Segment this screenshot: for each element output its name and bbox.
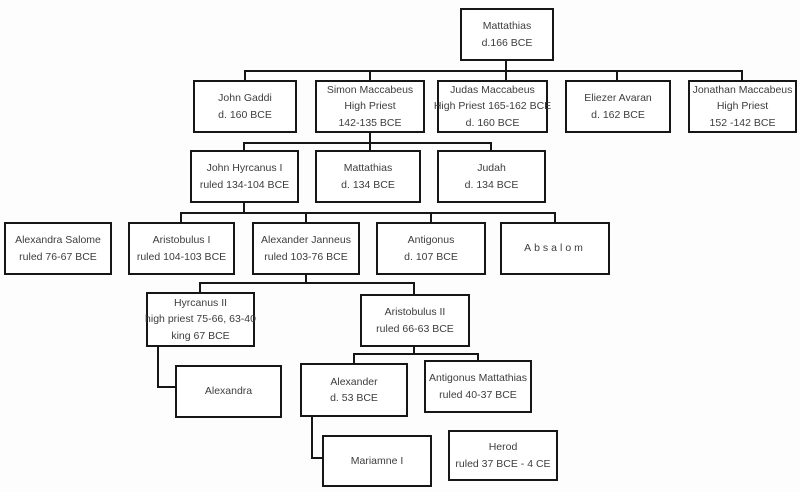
node-label: ruled 76-67 BCE [19,250,97,263]
connector-drop-jonathan [741,70,743,80]
node-label: d. 107 BCE [404,250,458,263]
connector-drop-aristobulus-ii [413,282,415,294]
node-label: ruled 40-37 BCE [439,388,517,401]
node-label: ruled 37 BCE - 4 CE [455,457,551,470]
node-label: High Priest 165-162 BCE [433,100,552,113]
node-label: Alexander Janneus [261,234,351,246]
connector-drop-hyrcanus-ii [199,282,201,292]
node-label: High Priest [716,100,769,113]
connector-alexander-elbow-h [311,457,324,459]
node-label: 152 -142 BCE [709,116,776,129]
node-aristobulus-i: Aristobulus I ruled 104-103 BCE [128,222,235,275]
node-label: John Hyrcanus I [206,162,283,174]
node-label: d. 162 BCE [591,108,645,121]
node-john-gaddi: John Gaddi d. 160 BCE [193,80,297,133]
node-simon-maccabeus: Simon Maccabeus High Priest 142-135 BCE [315,80,425,133]
node-label: Aristobulus II [384,306,446,318]
connector-drop-alexander [353,353,355,363]
node-mariamne-i: Mariamne I [322,435,432,487]
node-label: Aristobulus I [152,234,211,246]
node-alexandra: Alexandra [175,365,282,418]
node-john-hyrcanus-i: John Hyrcanus I ruled 134-104 BCE [190,150,299,203]
node-label: Alexandra [204,385,253,398]
node-label: Mattathias [482,20,532,32]
node-label: Hyrcanus II [173,296,228,309]
connector-drop-antigonus-mattathias [477,353,479,360]
node-label: Antigonus [407,234,455,246]
connector-gen5-bus [199,282,415,284]
node-label: Judas Maccabeus [450,83,535,96]
connector-simon-down [369,133,371,150]
connector-alexander-elbow-v [311,417,313,459]
connector-gen6-bus [353,353,479,355]
node-jonathan-maccabeus: Jonathan Maccabeus High Priest 152 -142 … [688,80,797,133]
node-label: ruled 134-104 BCE [199,178,290,191]
node-alexander-janneus: Alexander Janneus ruled 103-76 BCE [252,222,360,275]
node-label: ruled 66-63 BCE [376,322,454,335]
node-alexander: Alexander d. 53 BCE [300,363,408,417]
node-label: d. 134 BCE [464,178,519,191]
node-herod: Herod ruled 37 BCE - 4 CE [448,430,558,481]
node-label: Judah [477,162,506,174]
node-label: king 67 BCE [171,329,230,342]
connector-drop-john-gaddi [244,70,246,80]
node-label: 142-135 BCE [338,116,402,129]
node-label: d.166 BCE [481,36,533,49]
connector-hyrcanus-down [243,203,245,214]
connector-drop-alexander-janneus [305,212,307,222]
connector-hyrcanus-ii-elbow-v [157,347,159,388]
connector-gen4-bus [180,212,556,214]
node-alexandra-salome: Alexandra Salome ruled 76-67 BCE [4,222,112,275]
node-label: d. 160 BCE [218,108,272,121]
connector-gen2-bus [244,70,743,72]
node-label: Mariamne I [350,454,404,467]
connector-drop-absalom [554,212,556,222]
node-label: Antigonus Mattathias [428,372,528,384]
node-label: High Priest [344,100,396,113]
node-label: ruled 104-103 BCE [136,250,227,263]
node-label: Mattathias [343,162,393,174]
node-label: Absalom [524,242,586,255]
node-antigonus: Antigonus d. 107 BCE [376,222,486,275]
connector-drop-eliezer [616,70,618,80]
node-label: d. 160 BCE [465,116,520,129]
connector-drop-aristobulus-i [180,212,182,222]
node-judas-maccabeus: Judas Maccabeus High Priest 165-162 BCE … [433,80,552,133]
connector-drop-judah [490,142,492,150]
connector-drop-antigonus [430,212,432,222]
connector-hyrcanus-ii-elbow-h [157,386,175,388]
node-aristobulus-ii: Aristobulus II ruled 66-63 BCE [360,294,470,347]
node-hyrcanus-ii: Hyrcanus II high priest 75-66, 63-40 kin… [145,292,256,347]
node-absalom: Absalom [500,222,610,275]
node-label: Jonathan Maccabeus [692,83,793,96]
connector-drop-john-hyrcanus [243,142,245,150]
node-label: d. 53 BCE [330,392,378,404]
node-label: Alexandra Salome [15,234,101,246]
node-label: Eliezer Avaran [584,92,652,104]
node-label: d. 134 BCE [341,178,395,191]
node-label: Alexander [330,375,378,388]
node-mattathias-jr: Mattathias d. 134 BCE [315,150,421,203]
node-antigonus-mattathias: Antigonus Mattathias ruled 40-37 BCE [424,360,532,413]
node-label: Herod [488,441,518,453]
node-mattathias-sr: Mattathias d.166 BCE [460,8,554,61]
node-label: John Gaddi [218,92,272,104]
node-judah: Judah d. 134 BCE [437,150,546,203]
connector-gen3-bus [243,142,492,144]
connector-janneus-down [305,275,307,284]
node-label: Simon Maccabeus [326,83,414,96]
node-label: high priest 75-66, 63-40 [145,313,256,326]
node-label: ruled 103-76 BCE [264,250,348,263]
connector-aristobulus-ii-down [413,347,415,355]
connector-drop-simon [369,70,371,80]
node-eliezer-avaran: Eliezer Avaran d. 162 BCE [565,80,671,133]
